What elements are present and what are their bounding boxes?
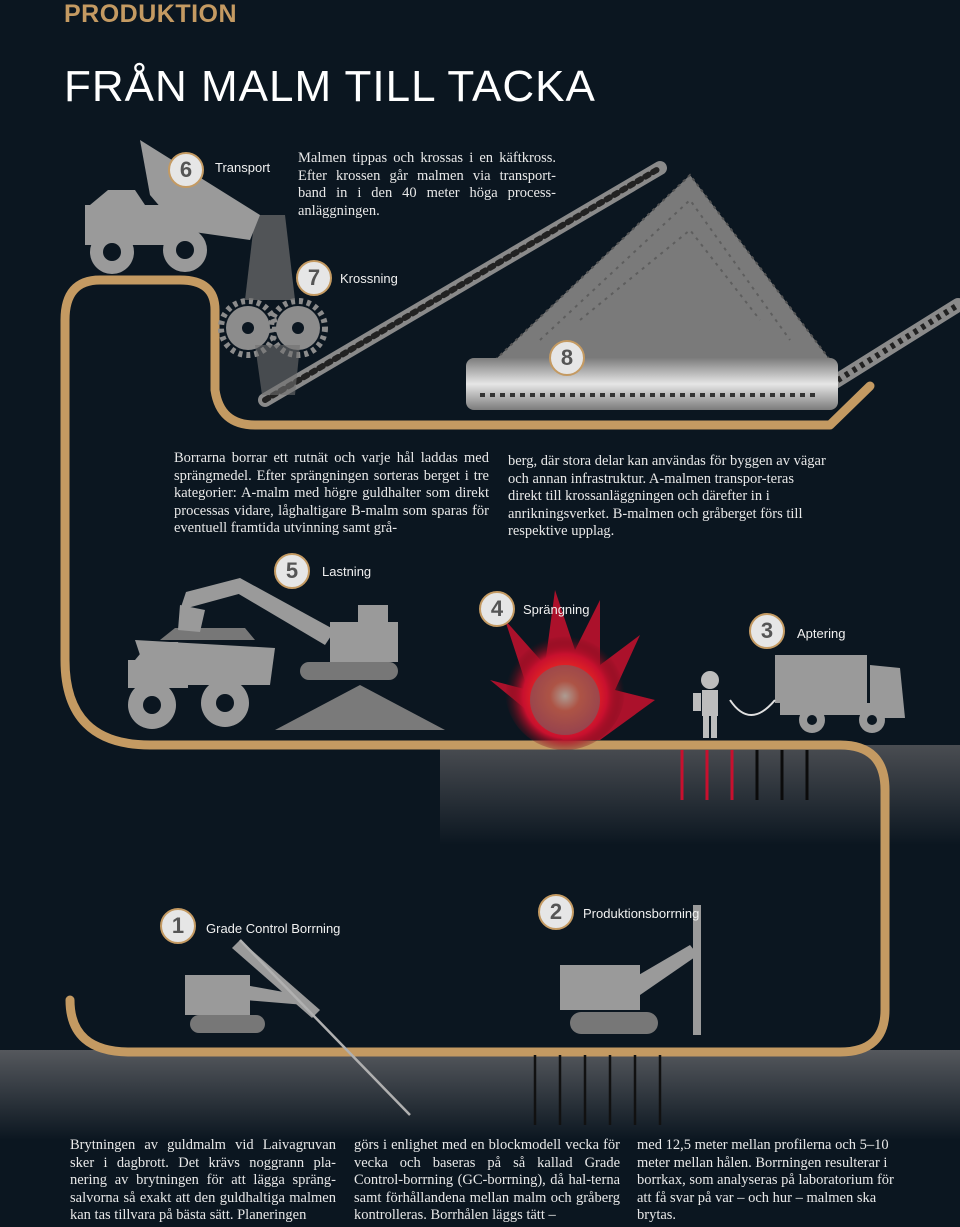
ore-pile [495, 175, 830, 360]
step-label-aptering: Aptering [797, 626, 846, 641]
dump-truck-loading [128, 640, 275, 729]
step-number-6: 6 [168, 152, 204, 188]
text-borrning-right: berg, där stora delar kan användas för b… [508, 453, 826, 539]
process-path [60, 275, 890, 1057]
ground-lower [0, 1050, 960, 1140]
crusher-gears [218, 298, 328, 358]
gc-drill-rod [239, 939, 411, 1116]
step-number-7: 7 [296, 260, 332, 296]
production-drill-rig [560, 905, 701, 1035]
rock-pile-loading [275, 685, 445, 730]
excavator-loading [178, 578, 398, 680]
text-bottom-col1: Brytningen av guldmalm vid Laivagruvan s… [70, 1137, 336, 1223]
text-bottom-col3: med 12,5 meter mellan profilerna och 5–1… [637, 1137, 894, 1223]
step-number-3: 3 [749, 613, 785, 649]
step-number-2: 2 [538, 894, 574, 930]
step-label-krossning: Krossning [340, 271, 398, 286]
conveyor-left [258, 161, 667, 407]
load-rocks [160, 628, 255, 640]
blast-holes [680, 750, 809, 800]
text-transport: Malmen tippas och krossas i en käftkross… [298, 150, 556, 219]
charging-hose [729, 699, 776, 716]
step-label-sprangning: Sprängning [523, 602, 590, 617]
step-number-5: 5 [274, 553, 310, 589]
step-number-8: 8 [549, 340, 585, 376]
charging-truck [775, 655, 905, 733]
worker [693, 671, 719, 738]
explosion [490, 590, 655, 750]
step-number-1: 1 [160, 908, 196, 944]
step-number-4: 4 [479, 591, 515, 627]
grinding-drum [466, 358, 838, 410]
conveyor-right [823, 298, 960, 392]
page-title: FRÅN MALM TILL TACKA [64, 62, 596, 111]
step-label-transport: Transport [215, 160, 271, 175]
falling-rocks [245, 215, 295, 300]
text-borrning-left: Borrarna borrar ett rutnät och varje hål… [174, 450, 489, 536]
step-label-lastning: Lastning [322, 564, 372, 579]
text-bottom-col2: görs i enlighet med en blockmodell vecka… [354, 1137, 620, 1223]
section-label: PRODUKTION [64, 0, 238, 28]
step-label-gc-borrning: Grade Control Borrning [206, 921, 341, 936]
step-label-produktionsborrning: Produktionsborrning [583, 906, 700, 921]
production-holes [533, 1055, 662, 1125]
